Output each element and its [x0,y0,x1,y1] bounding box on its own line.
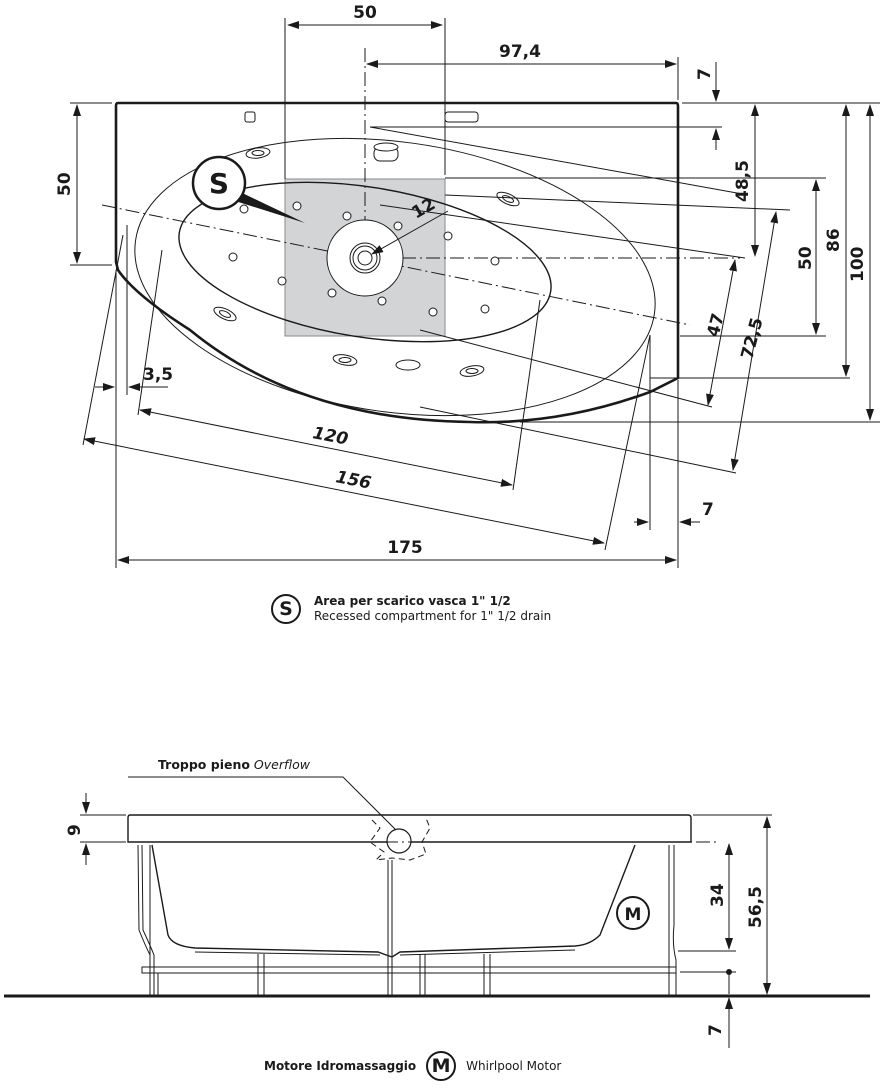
dim-rim-thickness: 9 [65,824,85,836]
legend-drain-label-it: Area per scarico vasca 1" 1/2 [314,594,511,608]
support-frame [141,966,677,974]
legend-motor-label-en: Whirlpool Motor [466,1059,562,1073]
motor-marker-circle [616,896,650,930]
dim-drain-to-right: 97,4 [499,42,541,62]
overflow-label-it: Troppo pieno [158,757,250,772]
drain-marker-pointer [232,190,305,223]
hydro-jets [213,147,520,377]
dim-left-offset: 3,5 [143,365,173,385]
rim-control-slot [444,111,479,123]
dim-right-rim-offset: 7 [702,500,714,520]
dim-overall-height: 56,5 [746,886,766,928]
legend-drain-label-en: Recessed compartment for 1" 1/2 drain [314,609,552,623]
overflow-fitting [386,828,412,854]
rim-control-square [244,111,256,123]
overflow-cutaway [369,817,431,861]
legend-motor-label-it: Motore Idromassaggio [264,1059,417,1073]
dim-left-height: 50 [55,172,75,196]
legend-drain: S Area per scarico vasca 1" 1/2 Recessed… [271,594,551,624]
dim-foot-height: 7 [706,1024,726,1036]
dim-diag-large: 72,5 [738,316,768,362]
overflow-fitting-top [373,142,399,162]
plan-view: S 12 50 97,4 7 50 48,5 50 86 [55,3,880,568]
dim-diag-small: 47 [704,311,729,339]
dim-line-47 [706,259,737,406]
drain-symbol-icon: S [271,594,301,624]
overflow-leader [128,776,397,831]
dim-top-offset: 50 [353,3,377,23]
air-jets [228,201,500,317]
dim-overall-length: 175 [387,538,423,558]
dim-overall-depth: 100 [848,246,868,282]
dim-line-72 [730,211,779,471]
dim-rim-depth: 7 [695,68,715,80]
drain-radius-leader [371,210,449,255]
dim-basin-depth: 34 [708,883,728,907]
dim-right-inner: 50 [796,246,816,270]
overflow-callout: Troppo pieno Overflow [158,757,310,772]
drain-marker-label: S [209,167,229,200]
dim-line-156 [83,437,605,545]
legend-motor: Motore Idromassaggio M Whirlpool Motor [264,1051,561,1081]
overflow-label-en: Overflow [253,757,310,772]
tub-basin [151,844,636,958]
motor-symbol-icon: M [426,1051,457,1081]
inner-basin [178,181,552,343]
drain-marker-circle [191,155,247,211]
dim-right-mid: 86 [824,228,844,252]
dim-right-upper: 48,5 [733,160,753,202]
motor-marker-label: M [625,905,642,925]
side-view: M 9 34 56,5 7 [4,776,870,1048]
support-legs [137,844,677,995]
